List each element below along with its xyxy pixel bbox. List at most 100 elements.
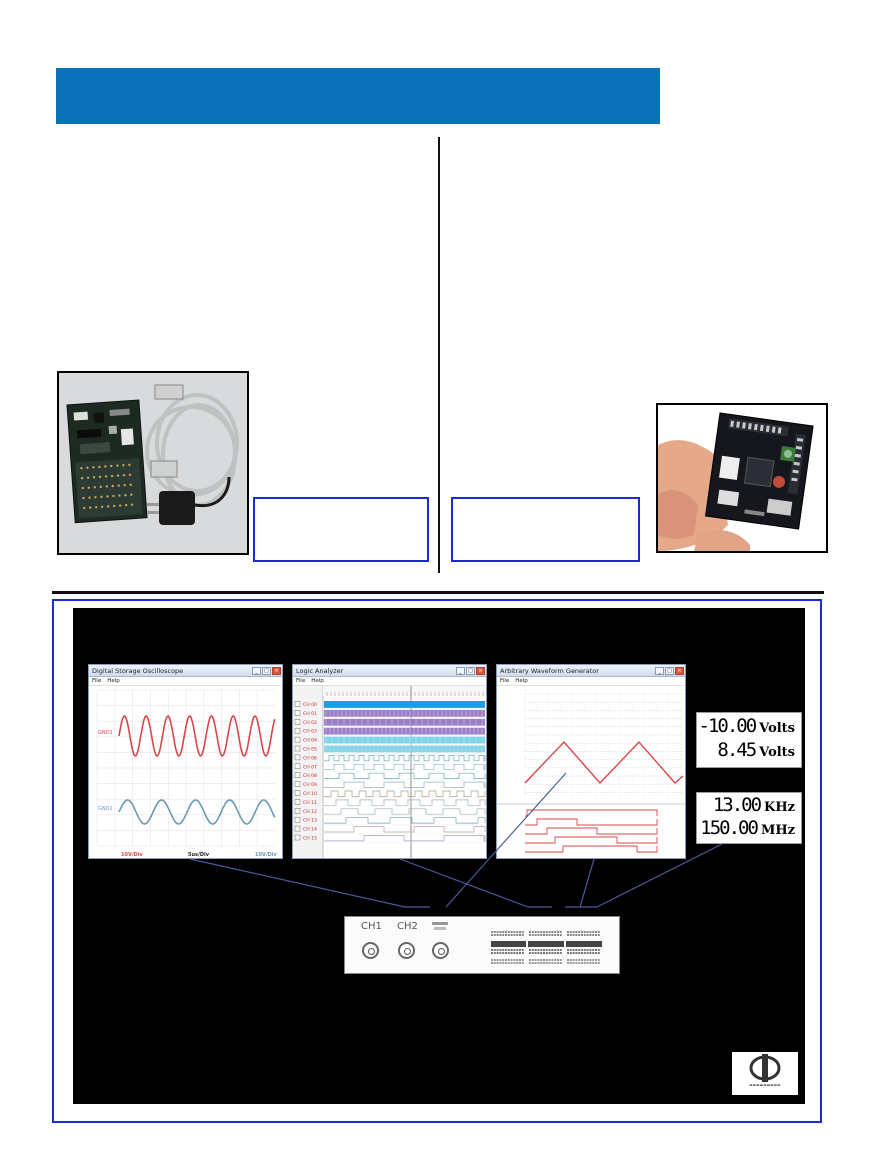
channel-checkbox[interactable] [294,710,301,716]
frequency-unit-2: MHz [760,823,795,838]
oscilloscope-menubar: File Help [89,677,282,686]
channel-label: CH 04 [303,738,317,744]
channel-checkbox[interactable] [294,772,301,778]
channel-checkbox[interactable] [294,834,301,841]
menu-file[interactable]: File [296,678,306,684]
ch2-scale: 10V/Div [255,852,278,858]
minimize-icon[interactable]: _ [655,666,664,675]
channel-checkbox[interactable] [294,754,301,761]
close-icon[interactable]: × [476,666,485,675]
channel-checkbox[interactable] [294,719,301,725]
channel-signal [324,817,486,824]
callout-box-right [451,497,640,562]
triangle-waveform [524,740,684,785]
channel-signal [324,808,486,815]
oscilloscope-window[interactable]: Digital Storage Oscilloscope _ □ × File … [88,664,283,859]
voltage-readout: -10.00 Volts 8.45 Volts [696,712,802,768]
menu-help[interactable]: Help [515,678,528,684]
digital-pattern [525,845,658,853]
channel-signal [324,709,485,717]
channel-label: CH 06 [303,755,317,761]
oscilloscope-title: Digital Storage Oscilloscope [92,666,184,675]
voltage-unit-1: Volts [759,721,795,736]
logic-analyzer-title: Logic Analyzer [296,666,344,675]
minimize-icon[interactable]: _ [252,666,261,675]
ch1-bnc-connector-icon [362,942,379,959]
company-logo: ▬▬▬▬▬▬▬▬▬ [732,1052,798,1095]
channel-signal [324,745,485,753]
waveform-generator-display [497,690,685,853]
channel-checkbox[interactable] [294,808,301,814]
logic-analyzer-window[interactable]: Logic Analyzer _ □ × File Help CH 00 CH 0… [292,664,487,859]
channel-checkbox[interactable] [294,799,301,805]
channel-signal [324,835,486,842]
section-divider [52,591,824,594]
channel-checkbox[interactable] [294,727,301,734]
channel-checkbox[interactable] [294,816,301,823]
channel-signal [324,727,485,735]
channel-label: CH 15 [303,836,317,842]
frequency-value-1: 13.00 [712,794,762,816]
voltage-readout-line-1: -10.00 Volts [699,715,795,737]
frequency-unit-1: KHz [764,800,795,815]
header-banner [56,68,660,124]
waveform-generator-window[interactable]: Arbitrary Waveform Generator _ □ × File … [496,664,686,859]
gnd1-label: GND1 [98,730,113,736]
logic-analyzer-titlebar[interactable]: Logic Analyzer _ □ × [293,665,486,677]
menu-help[interactable]: Help [107,678,120,684]
digital-io-headers-icon [491,931,602,964]
voltage-value-1: -10.00 [698,715,758,737]
product-photo-controller-in-hand [656,403,828,553]
oscilloscope-display: GND1 GND2 10V/Div 5us/Div 10V/Div [96,689,278,858]
maximize-icon[interactable]: □ [466,666,475,675]
menu-file[interactable]: File [92,678,102,684]
frequency-readout-line-1: 13.00 KHz [713,794,795,816]
channel-checkbox[interactable] [294,745,301,752]
minimize-icon[interactable]: _ [456,666,465,675]
maximize-icon[interactable]: □ [262,666,271,675]
device-front-panel: CH1 CH2 [344,916,620,974]
frequency-readout-line-2: 150.00 MHz [700,817,795,839]
channel-label: CH 01 [303,711,317,717]
close-icon[interactable]: × [675,666,684,675]
maximize-icon[interactable]: □ [665,666,674,675]
ch1-connector-label: CH1 [361,921,382,932]
voltage-value-2: 8.45 [717,739,757,761]
waveform-generator-title: Arbitrary Waveform Generator [500,666,599,675]
channel-label: CH 00 [303,702,317,708]
channel-checkbox[interactable] [294,781,301,787]
channel-signal [324,790,486,797]
channel-checkbox[interactable] [294,736,301,743]
channel-signal [324,781,486,788]
voltage-unit-2: Volts [759,745,795,760]
channel-signal [324,755,486,762]
awg-output-mark-icon [432,922,448,930]
digital-pattern [525,836,658,844]
voltage-readout-line-2: 8.45 Volts [717,739,795,761]
ch2-waveform [118,799,276,825]
callout-box-left [253,497,429,562]
channel-signal [324,736,485,744]
logo-mark-icon [749,1054,781,1082]
channel-checkbox[interactable] [294,763,301,770]
frequency-readout: 13.00 KHz 150.00 MHz [696,792,802,844]
oscilloscope-titlebar[interactable]: Digital Storage Oscilloscope _ □ × [89,665,282,677]
channel-checkbox[interactable] [294,825,301,832]
menu-file[interactable]: File [500,678,510,684]
digital-pattern [525,827,658,835]
channel-signal [324,826,486,833]
channel-label: CH 09 [303,782,317,788]
digital-pattern [525,818,658,826]
waveform-generator-titlebar[interactable]: Arbitrary Waveform Generator _ □ × [497,665,685,677]
waveform-generator-menubar: File Help [497,677,685,686]
ch2-connector-label: CH2 [397,921,418,932]
channel-checkbox[interactable] [294,790,301,796]
channel-checkbox[interactable] [294,701,301,707]
close-icon[interactable]: × [272,666,281,675]
logo-wordmark: ▬▬▬▬▬▬▬▬▬ [749,1083,781,1087]
menu-help[interactable]: Help [311,678,324,684]
channel-label: CH 07 [303,764,317,770]
column-divider [438,137,440,573]
